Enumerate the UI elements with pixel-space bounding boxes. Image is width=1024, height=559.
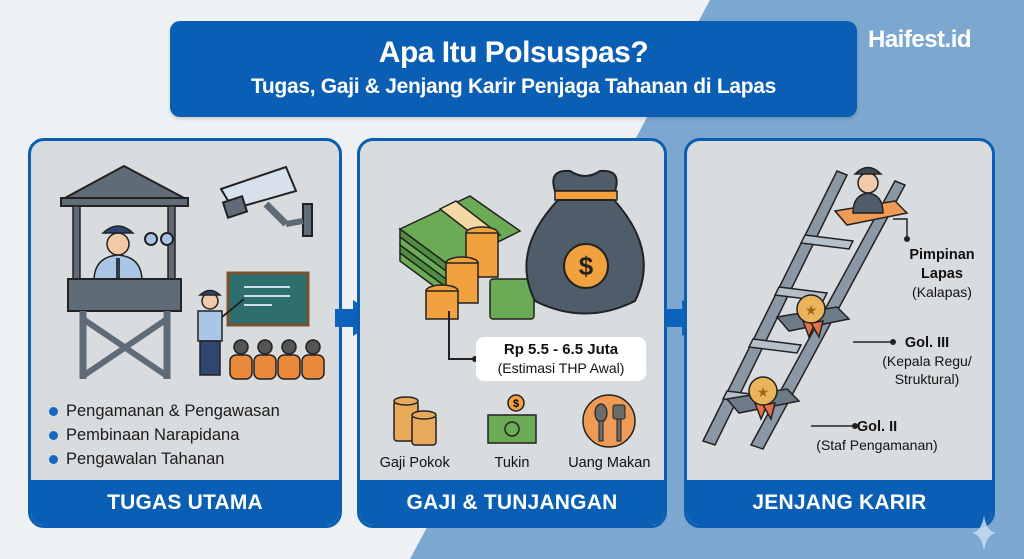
- leader-dot: [472, 356, 478, 362]
- coins-stack-icon: [369, 391, 461, 451]
- career-level-gol-ii: Gol. II(Staf Pengamanan): [816, 419, 938, 453]
- page-title: Apa Itu Polsuspas?: [378, 36, 649, 69]
- sparkle-icon: [972, 515, 996, 551]
- card-title: TUGAS UTAMA: [31, 480, 339, 525]
- card-gaji-tunjangan: $ Rp 5.5 - 6.5 Juta (Estimasi THP Awal) …: [357, 138, 667, 528]
- svg-text:★: ★: [805, 302, 818, 318]
- list-item: Pengamanan & Pengawasan: [49, 399, 280, 423]
- brand-logo: Haifest.id: [868, 26, 972, 53]
- card-title: GAJI & TUNJANGAN: [360, 480, 664, 525]
- list-item: Pengawalan Tahanan: [49, 447, 280, 471]
- teacher-classroom-icon: [197, 271, 325, 380]
- arrow-stem: [662, 309, 684, 327]
- money-bag-icon: $: [525, 169, 645, 315]
- career-level-gol-iii: Gol. III(Kepala Regu/Struktural): [882, 335, 972, 387]
- spoon-fork-icon: [563, 391, 655, 451]
- svg-text:★: ★: [757, 384, 770, 400]
- card-title: JENJANG KARIR: [687, 480, 992, 525]
- bullet-icon: [49, 454, 58, 464]
- bullet-icon: [49, 406, 58, 416]
- list-item: Pembinaan Narapidana: [49, 423, 280, 447]
- svg-text:$: $: [579, 251, 594, 281]
- money-stack-icon: $: [398, 169, 645, 320]
- career-ladder-icon: ★ ★: [701, 166, 910, 450]
- benefits-list: Gaji Pokok $ Tukin Uang Makan: [360, 391, 664, 471]
- svg-text:$: $: [513, 398, 519, 410]
- benefit-tukin: $ Tukin: [466, 391, 558, 471]
- benefit-gaji-pokok: Gaji Pokok: [369, 391, 461, 471]
- duties-list: Pengamanan & Pengawasan Pembinaan Narapi…: [49, 399, 280, 471]
- leader-line: [448, 358, 476, 360]
- bullet-icon: [49, 430, 58, 440]
- arrow-stem: [335, 309, 355, 327]
- watchtower-guard-icon: [60, 164, 189, 379]
- leader-line: [448, 311, 450, 359]
- card-tugas-utama: Pengamanan & Pengawasan Pembinaan Narapi…: [28, 138, 342, 528]
- header-banner: Apa Itu Polsuspas? Tugas, Gaji & Jenjang…: [170, 21, 857, 117]
- cctv-camera-icon: [219, 165, 313, 237]
- benefit-uang-makan: Uang Makan: [563, 391, 655, 471]
- page-subtitle: Tugas, Gaji & Jenjang Karir Penjaga Taha…: [250, 75, 777, 98]
- banknote-icon: $: [466, 391, 558, 451]
- salary-estimate-label: Rp 5.5 - 6.5 Juta (Estimasi THP Awal): [476, 337, 646, 381]
